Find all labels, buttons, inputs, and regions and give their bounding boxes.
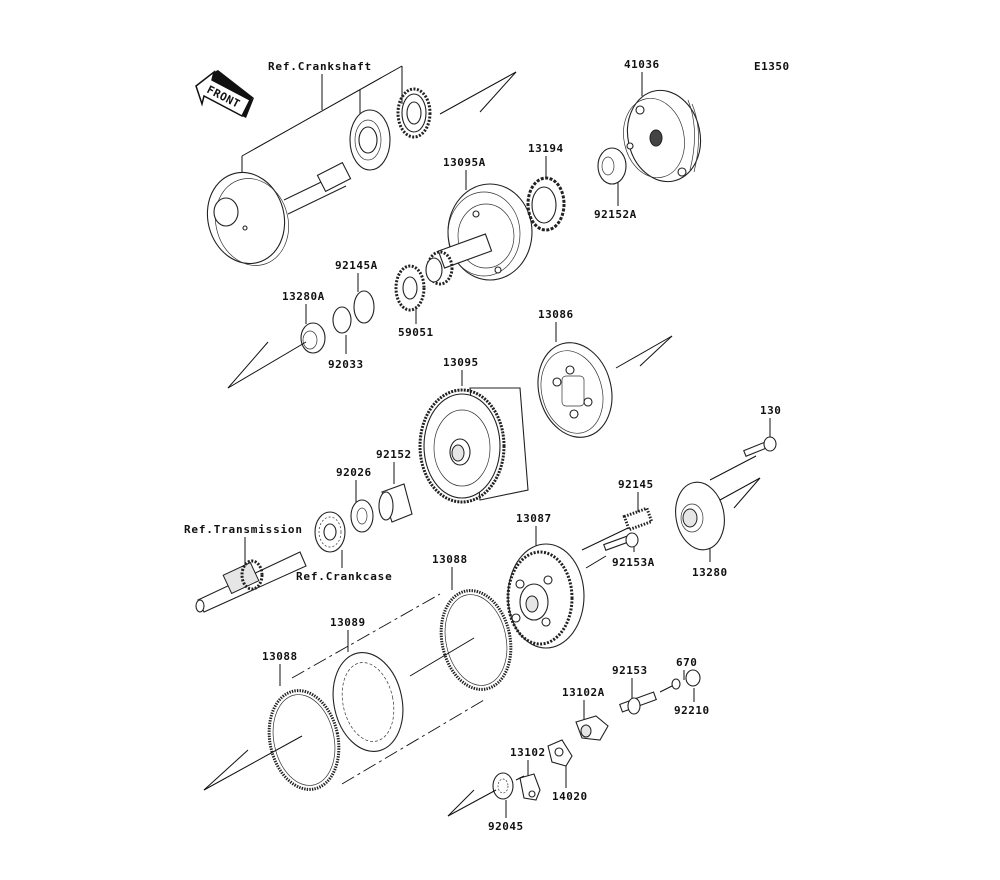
axis-guide [447, 789, 475, 817]
axis-guide [709, 455, 757, 481]
axis-guide [719, 477, 761, 501]
axis-guide [409, 637, 475, 677]
label-13087: 13087 [516, 512, 552, 525]
label-92145A: 92145A [335, 259, 378, 272]
part-13095A [425, 183, 533, 286]
part-92152 [378, 483, 413, 523]
crank-bearing-part [349, 109, 391, 171]
part-92045 [492, 772, 514, 800]
label-92045: 92045 [488, 820, 524, 833]
ref-crankshaft-label: Ref.Crankshaft [268, 60, 372, 73]
axis-guide [659, 685, 673, 693]
part-13280A [300, 322, 326, 354]
part-130 [743, 436, 777, 457]
axis-guide [615, 335, 673, 369]
label-92152A: 92152A [594, 208, 637, 221]
diagram-code: E1350 [754, 60, 790, 73]
label-41036: 41036 [624, 58, 660, 71]
front-arrow-icon: FRONT [195, 70, 254, 118]
label-13280: 13280 [692, 566, 728, 579]
part-92210 [685, 669, 701, 687]
axis-guide [515, 775, 525, 781]
label-92145: 92145 [618, 478, 654, 491]
label-13089: 13089 [330, 616, 366, 629]
part-13194 [526, 176, 566, 232]
part-13088-upper [439, 589, 513, 691]
part-92033 [332, 306, 352, 334]
part-59051 [394, 264, 426, 312]
axis-guide [639, 335, 673, 367]
label-13102A: 13102A [562, 686, 605, 699]
label-13280A: 13280A [282, 290, 325, 303]
label-13088-upper: 13088 [432, 553, 468, 566]
axis-guide [585, 555, 607, 569]
axis-guide [227, 341, 307, 389]
label-13102: 13102 [510, 746, 546, 759]
part-13088-lower [267, 689, 341, 791]
part-92145A [353, 290, 375, 324]
part-13102A [575, 715, 609, 741]
crank-gear-part [396, 87, 432, 139]
ref-transmission-label: Ref.Transmission [184, 523, 303, 536]
label-92210: 92210 [674, 704, 710, 717]
part-14020 [547, 739, 573, 767]
axis-guide [227, 341, 269, 389]
crankshaft-part [206, 161, 352, 266]
plate-stack-guide [341, 699, 485, 785]
plate-stack-guide [291, 593, 441, 679]
axis-guide [581, 527, 629, 551]
label-670: 670 [676, 656, 697, 669]
crankcase-bearing-part [314, 511, 346, 553]
part-13089 [332, 652, 404, 752]
axis-guide [447, 789, 497, 817]
label-13194: 13194 [528, 142, 564, 155]
part-92153 [619, 691, 657, 715]
part-13095 [418, 387, 529, 504]
axis-guide [203, 749, 249, 791]
part-92026 [350, 499, 374, 533]
part-13102 [519, 773, 541, 801]
label-92152: 92152 [376, 448, 412, 461]
part-92153A [603, 532, 639, 551]
axis-guide [733, 477, 761, 509]
label-92153A: 92153A [612, 556, 655, 569]
transmission-shaft-part [195, 551, 307, 613]
part-41036 [623, 89, 702, 183]
label-14020: 14020 [552, 790, 588, 803]
label-13095: 13095 [443, 356, 479, 369]
label-59051: 59051 [398, 326, 434, 339]
part-92152A [597, 147, 627, 185]
part-13087 [506, 543, 585, 649]
ref-crankcase-label: Ref.Crankcase [296, 570, 393, 583]
axis-guide [479, 71, 517, 113]
label-92153: 92153 [612, 664, 648, 677]
label-92026: 92026 [336, 466, 372, 479]
axis-guide [203, 735, 303, 791]
label-130: 130 [760, 404, 781, 417]
label-13095A: 13095A [443, 156, 486, 169]
label-13088-lower: 13088 [262, 650, 298, 663]
part-13280 [675, 481, 725, 551]
part-13086 [537, 342, 613, 438]
label-13086: 13086 [538, 308, 574, 321]
part-670 [671, 678, 681, 690]
axis-guide [439, 71, 517, 115]
label-92033: 92033 [328, 358, 364, 371]
